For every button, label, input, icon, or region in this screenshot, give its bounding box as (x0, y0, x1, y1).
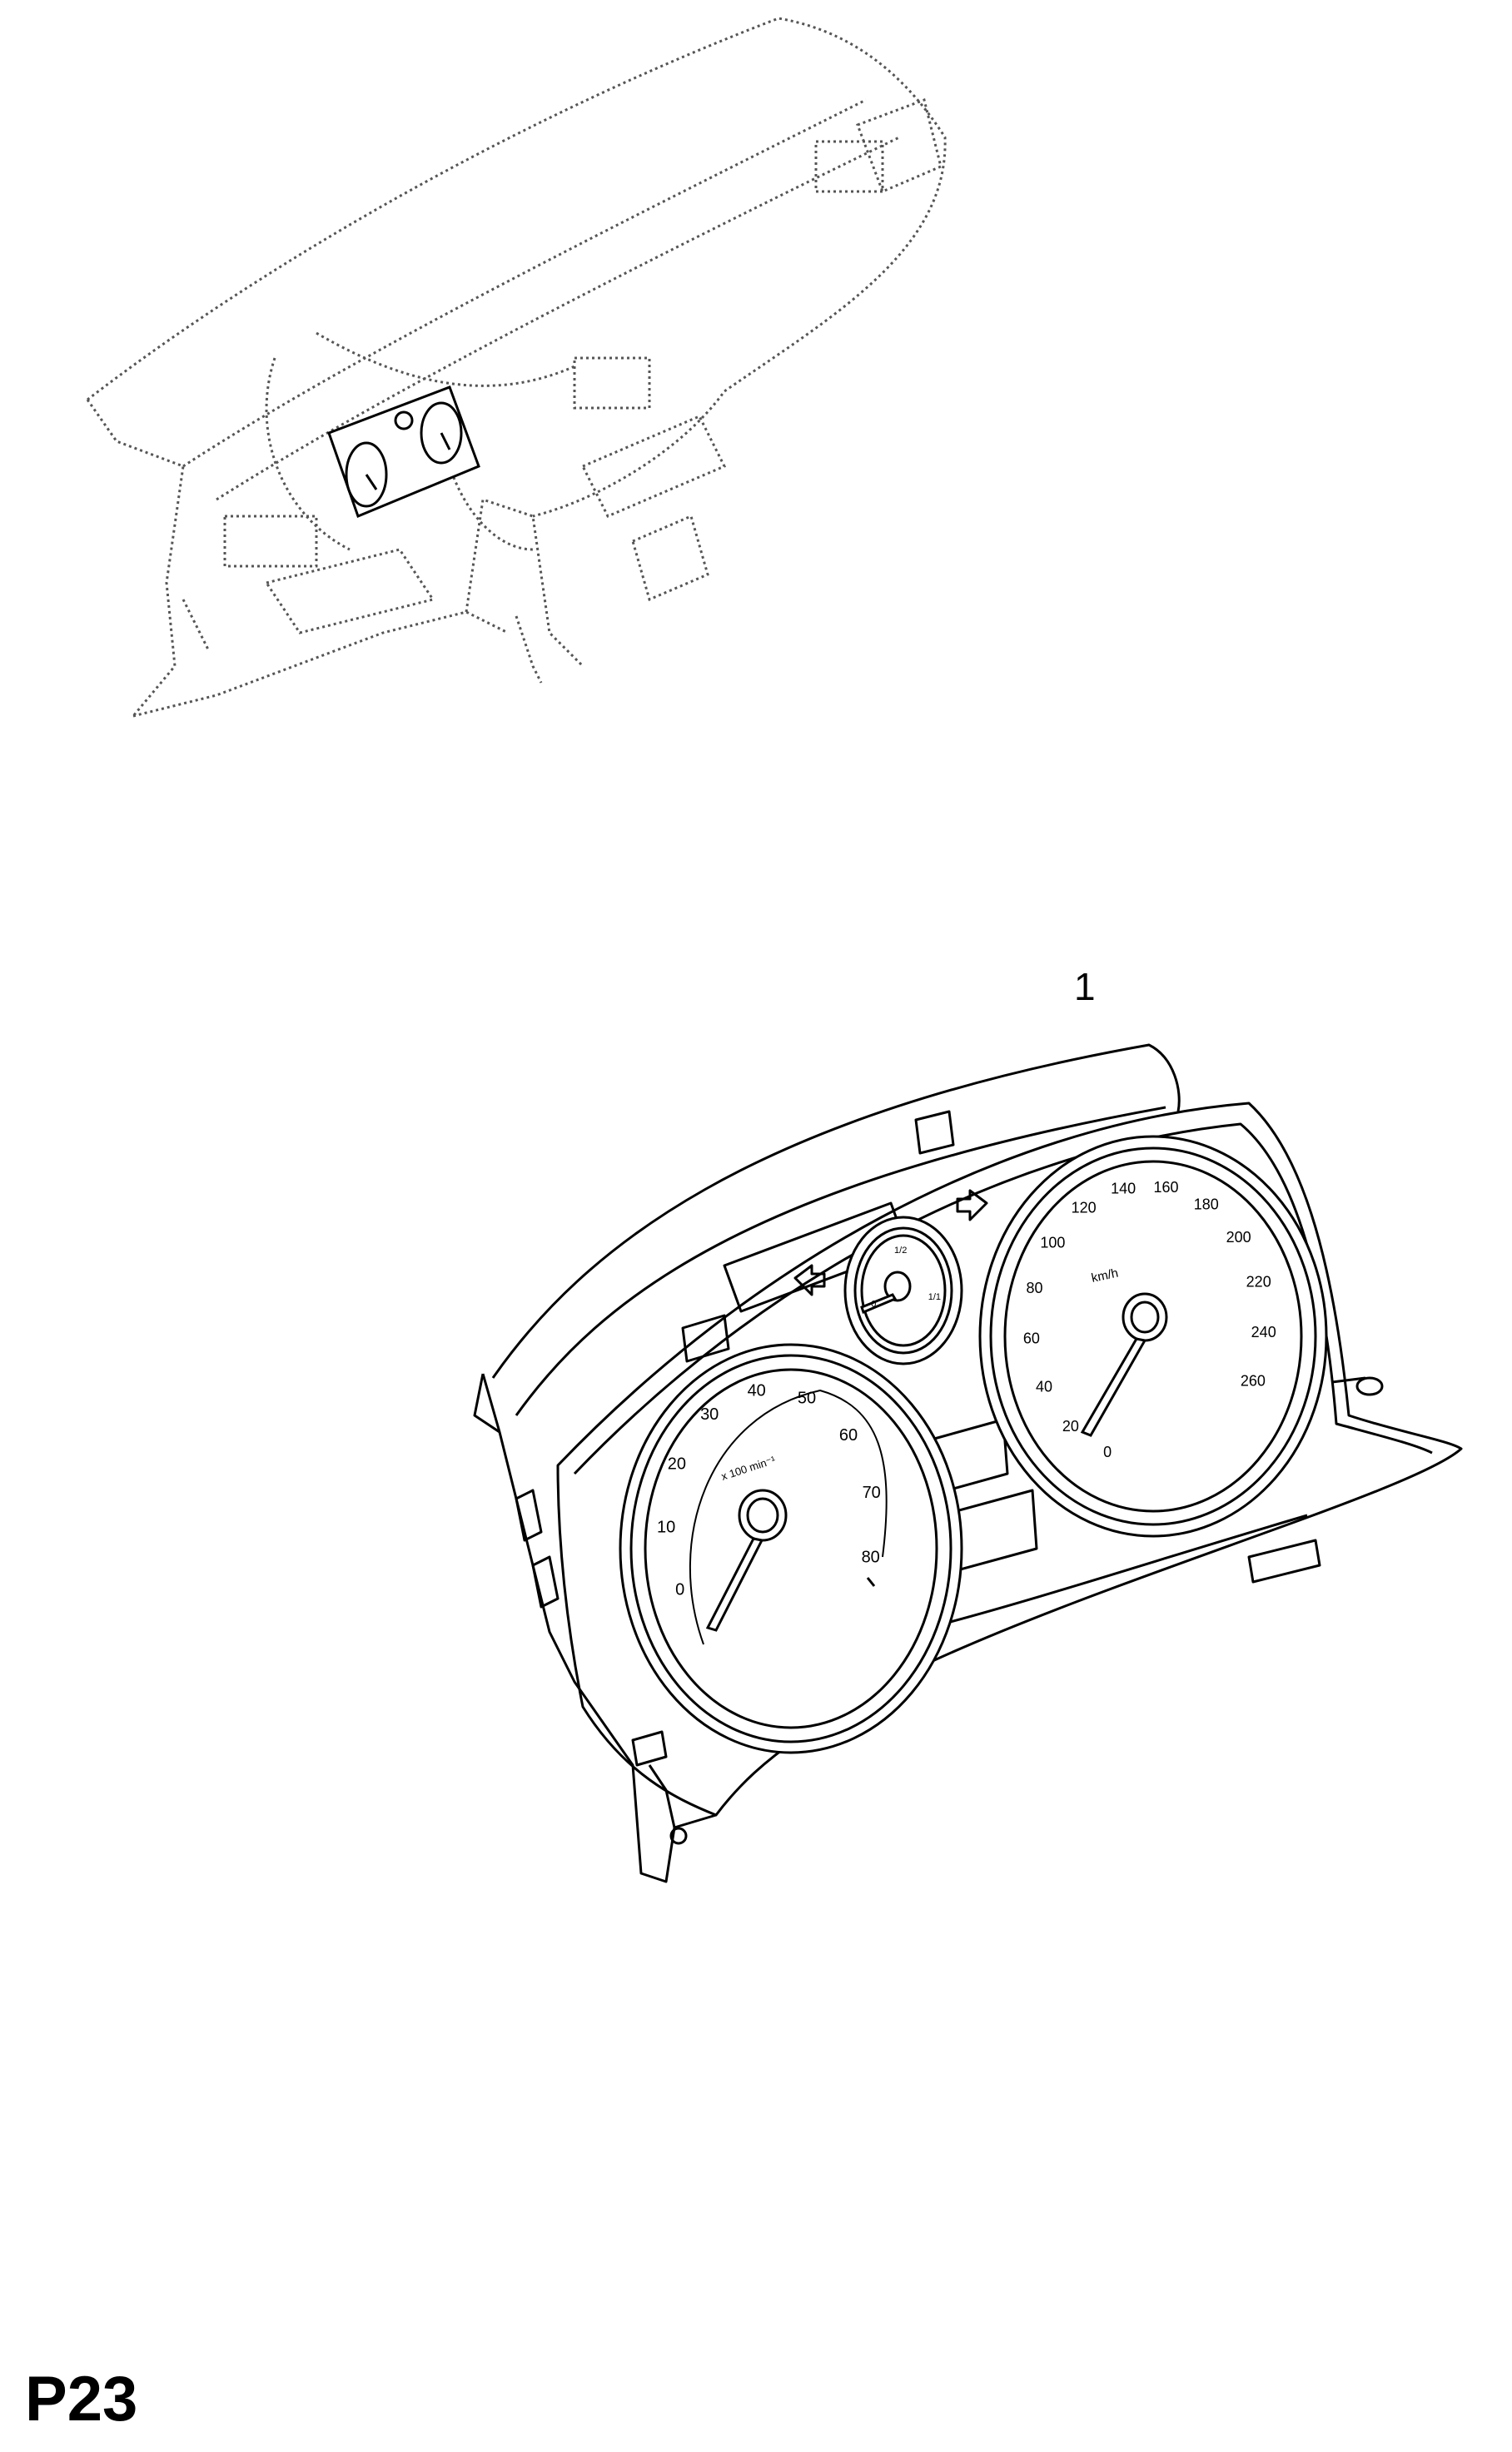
tachometer-tick-arc (689, 1389, 888, 1645)
tachometer-tick-label: 30 (700, 1405, 719, 1424)
cluster-hood (491, 1043, 1181, 1379)
speedometer-tick-label: 60 (1023, 1330, 1040, 1347)
instrument-cluster (473, 1043, 1463, 1883)
callout-number-1: 1 (1074, 965, 1096, 1008)
fuel-gauge-marks: 0 1/2 1/1 (871, 1246, 941, 1309)
tachometer-tick-label: 60 (839, 1426, 858, 1445)
right-turn-indicator (956, 1189, 988, 1221)
page-code: P23 (25, 2364, 138, 2435)
cluster-bezel (556, 1102, 1463, 1817)
tachometer-tick-label: 50 (798, 1390, 816, 1408)
speedometer (978, 1135, 1328, 1538)
speedometer-tick-label: 240 (1251, 1324, 1276, 1340)
speedometer-tick-label: 80 (1026, 1280, 1042, 1296)
tachometer (619, 1343, 963, 1754)
speedometer-tick-label: 40 (1036, 1378, 1052, 1395)
speedometer-tick-label: 160 (1153, 1179, 1178, 1196)
fuel-gauge-mark: 1/2 (894, 1246, 907, 1256)
speedometer-tick-label: 0 (1103, 1444, 1112, 1460)
speedometer-unit-label: km/h (1090, 1266, 1119, 1286)
speedometer-tick-label: 200 (1226, 1229, 1251, 1246)
speedometer-tick-label: 260 (1241, 1372, 1266, 1389)
speedometer-tick-label: 220 (1246, 1274, 1271, 1291)
tachometer-tick-label: 40 (748, 1382, 766, 1400)
tachometer-tick-label: 20 (668, 1455, 686, 1473)
speedometer-tick-label: 120 (1072, 1199, 1097, 1216)
dashboard-cluster-highlight (327, 385, 480, 518)
speedometer-needle (1080, 1337, 1147, 1437)
speedometer-tick-label: 140 (1111, 1180, 1136, 1196)
fuel-gauge-mark: 1/1 (928, 1292, 941, 1302)
speedometer-tick-label: 20 (1062, 1418, 1079, 1435)
tachometer-tick-label: 70 (863, 1484, 881, 1502)
speedometer-tick-labels: 0 20 40 60 80 100 120 140 160 180 200 220 240 260 (1023, 1179, 1276, 1460)
speedometer-tick-label: 100 (1040, 1234, 1065, 1251)
speedometer-tick-label: 180 (1194, 1196, 1219, 1212)
tachometer-tick-label: 10 (657, 1518, 675, 1536)
fuel-gauge-needle (860, 1293, 898, 1315)
dashboard-overview (86, 17, 947, 718)
fuel-gauge (843, 1216, 963, 1365)
fuel-gauge-needle-hub (883, 1271, 912, 1302)
tachometer-tick-label: 80 (862, 1549, 880, 1567)
tachometer-tick-labels: 0 10 20 30 40 50 60 70 80 (657, 1382, 881, 1599)
tachometer-needle (705, 1537, 764, 1632)
tachometer-tick-label: 0 (675, 1580, 684, 1599)
fuel-gauge-mark: 0 (871, 1299, 876, 1309)
left-turn-indicator (793, 1264, 826, 1296)
